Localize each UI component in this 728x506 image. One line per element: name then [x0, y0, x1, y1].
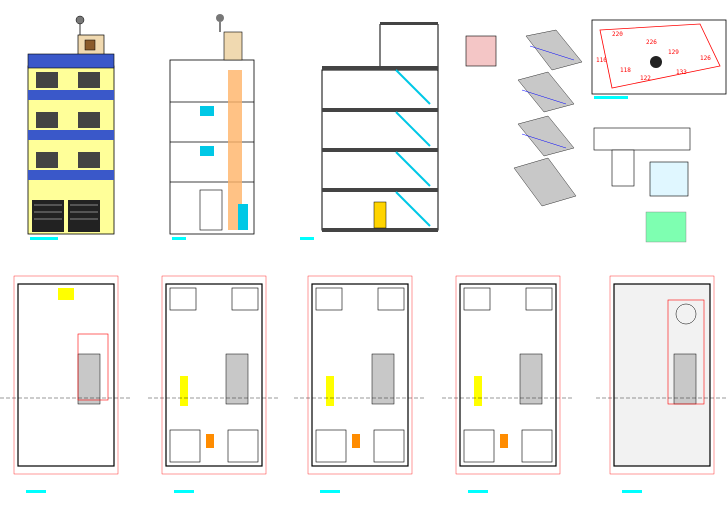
lot-number: 110 [596, 57, 607, 64]
side-elevation [169, 14, 255, 240]
stair-3d-views [513, 29, 583, 207]
plan-dimension-frame [609, 275, 715, 475]
plan-furniture [474, 376, 482, 406]
plan-dimension-frame [455, 275, 561, 475]
lot-number: 226 [646, 39, 657, 46]
plan-furniture [58, 288, 74, 300]
lot-number: 126 [700, 55, 711, 62]
plan-dimension-frame [307, 275, 413, 475]
plan-room [169, 429, 201, 463]
plan-stair-frame [77, 333, 109, 401]
plan-stair [519, 353, 543, 405]
plan-room [169, 287, 197, 311]
plan-room [373, 429, 405, 463]
plan-door [206, 434, 214, 448]
plan-furniture [180, 376, 188, 406]
plan-title-bar [26, 490, 46, 493]
lot-number: 129 [668, 49, 679, 56]
plan-tank [675, 303, 697, 325]
plan-door [500, 434, 508, 448]
plan-title-bar [174, 490, 194, 493]
plan-stair [673, 353, 697, 405]
construction-details [593, 127, 691, 243]
plan-furniture [326, 376, 334, 406]
plan-dimension-frame [161, 275, 267, 475]
plan-stair-frame [667, 299, 705, 405]
plan-title-bar [468, 490, 488, 493]
plan-room [231, 287, 259, 311]
lot-number: 220 [612, 31, 623, 38]
site-plan: 220 226 129 110 118 122 133 126 [591, 19, 727, 99]
plan-title-bar [622, 490, 642, 493]
floor-plans [0, 275, 728, 493]
plan-room [525, 287, 553, 311]
plan-room [463, 429, 495, 463]
plan-room [521, 429, 553, 463]
plan-title-bar [320, 490, 340, 493]
plan-dimension-frame [13, 275, 119, 475]
building-section [300, 22, 497, 240]
lot-number: 118 [620, 67, 631, 74]
plan-stair [77, 353, 101, 405]
plan-stair [225, 353, 249, 405]
front-elevation [27, 15, 115, 240]
plan-room [315, 429, 347, 463]
plan-stair [371, 353, 395, 405]
plan-room [315, 287, 343, 311]
lot-number: 133 [676, 69, 687, 76]
plan-room [377, 287, 405, 311]
plan-room [227, 429, 259, 463]
lot-number: 122 [640, 75, 651, 82]
plan-door [352, 434, 360, 448]
plan-room [463, 287, 491, 311]
